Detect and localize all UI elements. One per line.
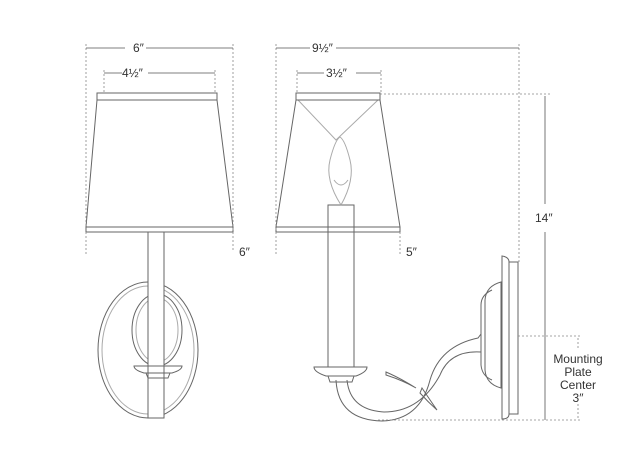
front-stem [147,231,165,419]
front-cup [133,365,183,374]
dim-front-overall-width: 6″ [133,41,145,55]
side-arm-leaf-2 [419,386,438,411]
side-wall-plate-step [480,289,493,381]
side-cup-base [327,375,355,383]
side-cup [313,366,368,377]
dim-side-shade-top-width: 3½″ [326,66,348,80]
side-arm [335,332,482,422]
dim-overall-height: 14″ [535,211,553,225]
mounting-label-line2: Plate [564,365,592,379]
side-shade-spider [297,99,379,141]
front-view [85,92,234,419]
side-wall-plate-boss [484,281,502,389]
front-shade [85,99,234,228]
front-shade-bottom-band [85,226,234,233]
side-shade-top-band [295,92,381,101]
dim-side-depth-offset: 5″ [406,245,418,259]
side-wall-plate [501,255,510,420]
dim-front-shade-top-width: 4½″ [122,66,144,80]
dim-front-depth-offset: 6″ [239,245,251,259]
side-arm-leaf-1 [385,371,417,389]
side-view [275,92,519,422]
side-wall-mount [508,261,519,415]
mounting-value: 3″ [573,391,585,405]
dim-side-overall-depth: 9½″ [312,41,334,55]
front-cup-base [145,372,171,379]
side-bulb-flame [328,136,352,206]
dimension-lines [85,44,582,421]
front-shade-top-band [96,92,218,101]
side-candle [327,204,355,368]
mounting-label-line3: Center [560,378,596,392]
mounting-label-line1: Mounting [553,352,602,366]
